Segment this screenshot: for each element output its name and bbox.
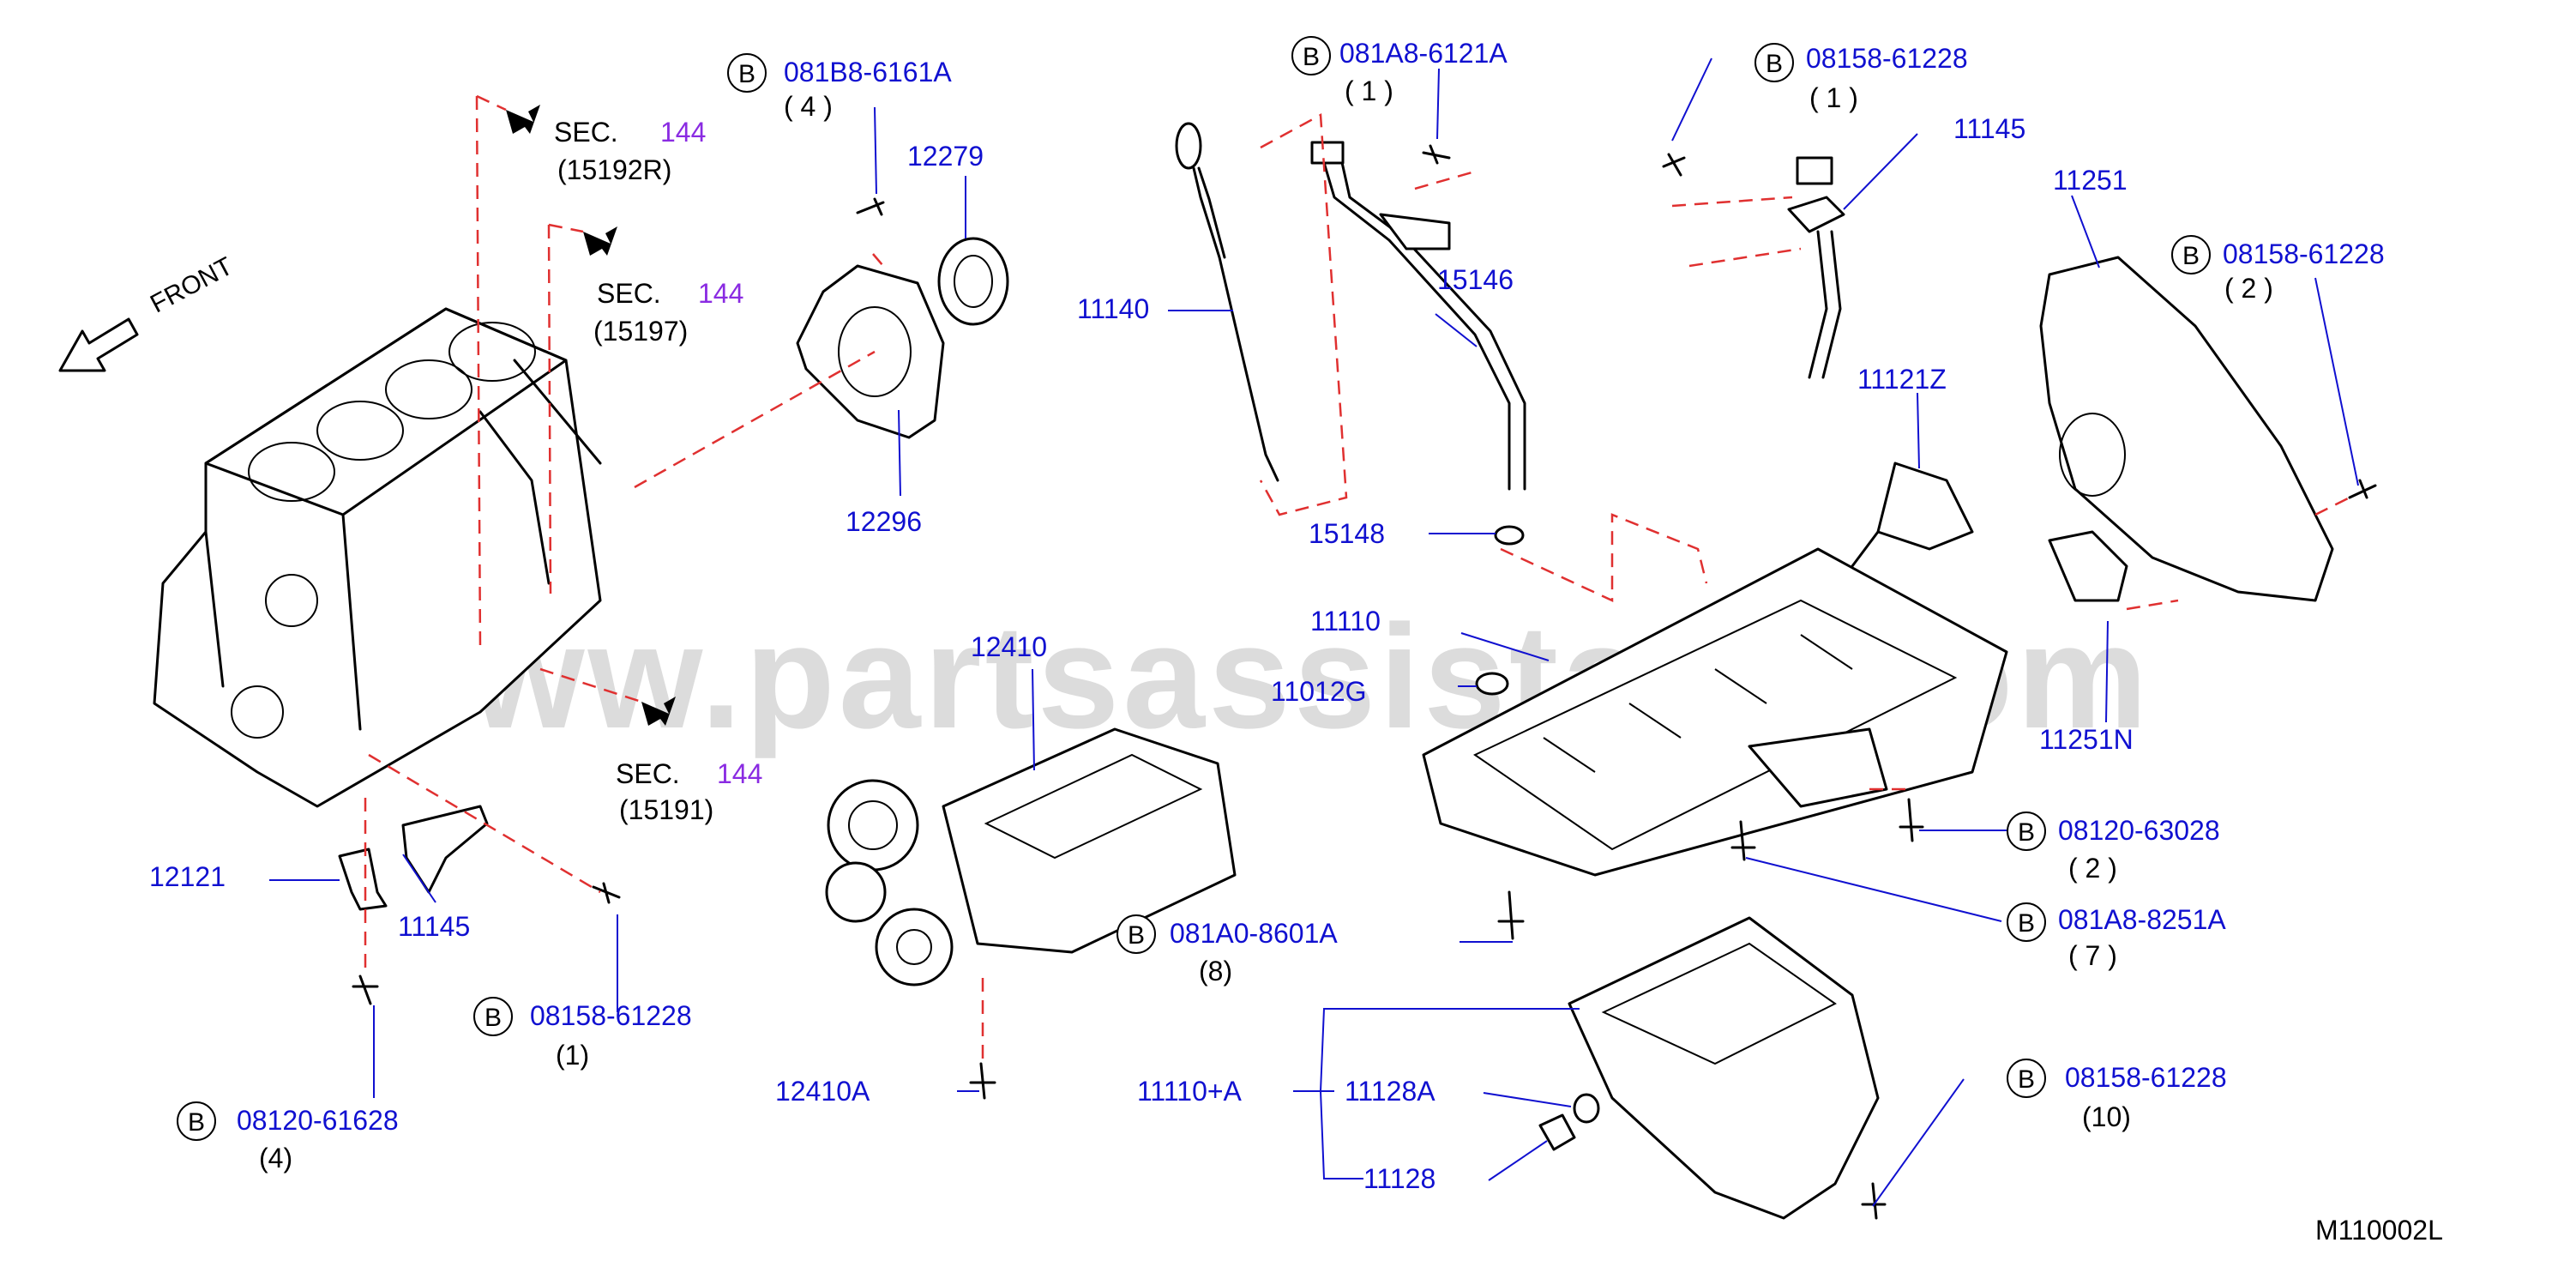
bolt-qty: ( 2 ) <box>2224 273 2273 304</box>
part-12121[interactable]: 12121 <box>149 861 226 892</box>
bolt-code-081a8-8251a[interactable]: 081A8-8251A <box>2058 904 2226 935</box>
part-12410a[interactable]: 12410A <box>775 1076 870 1107</box>
sec-arrow-icon <box>641 697 676 726</box>
drain-plug <box>1538 1113 1576 1151</box>
small-bolt <box>1422 144 1451 165</box>
bolt-code-081a8-6121a[interactable]: 081A8-6121A <box>1339 38 1508 69</box>
part-15146[interactable]: 15146 <box>1437 264 1514 295</box>
part-11012g[interactable]: 11012G <box>1271 676 1367 707</box>
oil-level-gauge <box>1175 122 1279 482</box>
small-bolt <box>2348 479 2377 499</box>
part-11251[interactable]: 11251 <box>2053 165 2128 196</box>
bolt-code-081a0-8601a[interactable]: 081A0-8601A <box>1170 918 1338 949</box>
bolt-symbol-icon: B <box>2171 235 2211 275</box>
part-12279[interactable]: 12279 <box>907 141 984 172</box>
section-ref: (15197) <box>593 316 689 347</box>
bolt-code-08158-61228[interactable]: 08158-61228 <box>530 1000 692 1031</box>
part-11128a[interactable]: 11128A <box>1345 1076 1435 1107</box>
bolt-qty: ( 7 ) <box>2068 940 2117 971</box>
bolt-qty: (8) <box>1199 956 1233 986</box>
part-11145-low[interactable]: 11145 <box>398 911 471 942</box>
part-11128[interactable]: 11128 <box>1363 1163 1436 1194</box>
small-bolt <box>1899 798 1924 842</box>
part-15148[interactable]: 15148 <box>1309 518 1385 549</box>
small-bolt <box>969 1062 996 1100</box>
part-11251n[interactable]: 11251N <box>2039 724 2134 755</box>
sec-arrow-icon <box>506 105 540 134</box>
bolt-code-08158-61228[interactable]: 08158-61228 <box>2223 238 2385 269</box>
upper-oil-pan <box>1422 547 2008 877</box>
bolt-code-08120-63028[interactable]: 08120-63028 <box>2058 815 2220 846</box>
part-12296[interactable]: 12296 <box>846 506 922 537</box>
sec-arrow-icon <box>583 226 617 256</box>
section-label: SEC. <box>616 758 680 789</box>
small-bolt <box>1861 1182 1887 1220</box>
bolt-symbol-icon: B <box>1754 43 1794 82</box>
part-12410[interactable]: 12410 <box>971 631 1047 662</box>
bolt-code-08120-61628[interactable]: 08120-61628 <box>237 1105 399 1136</box>
bolt-code-081b8-6161a[interactable]: 081B8-6161A <box>784 57 952 87</box>
seal-retainer <box>796 264 945 439</box>
small-bolt <box>1662 153 1686 177</box>
part-11145-top[interactable]: 11145 <box>1953 113 2026 144</box>
bolt-symbol-icon: B <box>473 997 513 1036</box>
bolt-symbol-icon: B <box>2007 902 2046 942</box>
gauge-guide-tube <box>1310 141 1526 491</box>
bolt-symbol-icon: B <box>1116 914 1156 954</box>
oil-strainer <box>1787 156 1845 379</box>
small-bolt <box>856 197 885 216</box>
bolt-qty: ( 1 ) <box>1809 82 1858 113</box>
bolt-qty: (4) <box>259 1143 293 1173</box>
o-ring <box>1475 672 1509 696</box>
bolt-qty: (10) <box>2082 1101 2131 1132</box>
section-number: 144 <box>660 117 707 148</box>
breather-cap <box>401 805 489 894</box>
bolt-symbol-icon: B <box>2007 1059 2046 1098</box>
lower-oil-pan <box>1568 916 1880 1220</box>
small-bolt <box>592 882 621 904</box>
bolt-symbol-icon: B <box>177 1101 216 1141</box>
part-11110[interactable]: 11110 <box>1310 606 1381 636</box>
part-11140[interactable]: 11140 <box>1077 293 1150 324</box>
bolt-qty: ( 1 ) <box>1345 75 1393 106</box>
drain-washer <box>1573 1093 1600 1124</box>
bolt-qty: ( 4 ) <box>784 91 833 122</box>
section-number: 144 <box>717 758 763 789</box>
o-ring <box>1494 525 1525 546</box>
section-ref: (15191) <box>619 794 714 825</box>
rear-plate <box>2039 256 2334 602</box>
mounting-bracket <box>338 848 388 911</box>
bolt-symbol-icon: B <box>727 53 767 93</box>
bolt-symbol-icon: B <box>2007 811 2046 851</box>
bolt-qty: (1) <box>556 1040 590 1071</box>
small-bolt <box>352 974 379 1005</box>
assembly-dashed-lines <box>364 94 2350 1064</box>
section-ref: (15192R) <box>557 154 672 185</box>
leader-lines <box>269 57 2359 1207</box>
figure-code: M110002L <box>2315 1215 2443 1246</box>
section-label: SEC. <box>597 278 661 309</box>
cylinder-block <box>153 307 602 808</box>
bolt-code-08158-61228[interactable]: 08158-61228 <box>1806 43 1968 74</box>
section-number: 144 <box>698 278 744 309</box>
bolt-symbol-icon: B <box>1291 36 1331 75</box>
small-bolt <box>1497 890 1525 940</box>
oil-seal <box>937 237 1009 326</box>
liquid-gasket-tube <box>1851 462 1974 568</box>
bolt-qty: ( 2 ) <box>2068 853 2117 884</box>
small-bolt <box>1730 820 1756 861</box>
section-label: SEC. <box>554 117 618 148</box>
balancer-oil-pump <box>825 727 1237 986</box>
bolt-code-08158-61228[interactable]: 08158-61228 <box>2065 1062 2227 1093</box>
part-11110a[interactable]: 11110+A <box>1137 1076 1242 1107</box>
front-arrow-icon <box>58 317 139 372</box>
part-11121z[interactable]: 11121Z <box>1857 364 1947 395</box>
